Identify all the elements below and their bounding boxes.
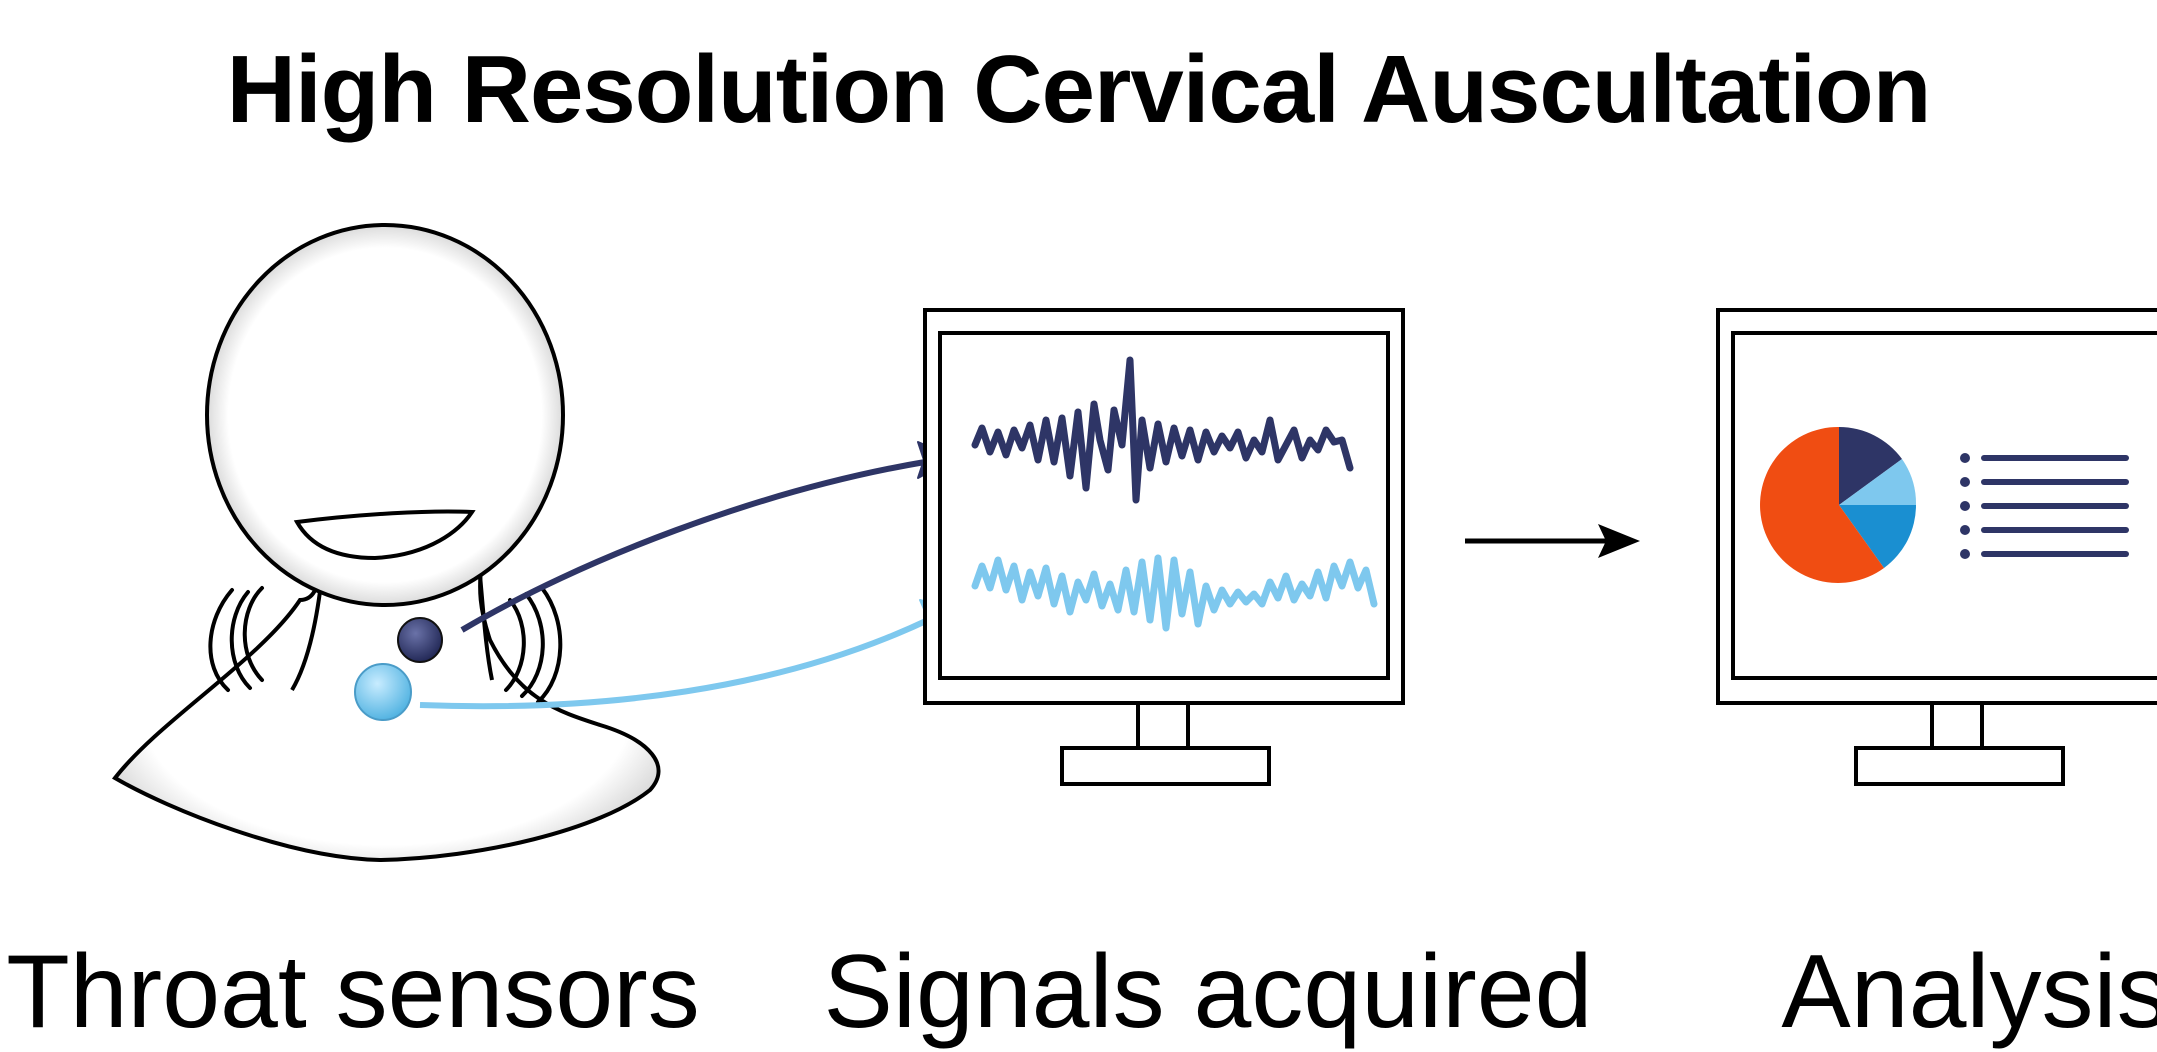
neck-right <box>478 574 494 681</box>
sensor-dark <box>397 617 443 663</box>
arrow-right-icon <box>1465 524 1640 558</box>
signal-arrow-dark <box>460 459 926 633</box>
vibration-waves-icon <box>208 586 264 692</box>
mouth <box>293 509 476 561</box>
signal-waveform-icon <box>971 356 1354 504</box>
sensor-light <box>354 663 412 721</box>
diagram-title: High Resolution Cervical Auscultation <box>226 36 1932 143</box>
step-label-analysis: Analysis <box>1781 934 2157 1050</box>
step-label-signals-acquired: Signals acquired <box>823 934 1593 1050</box>
head-figure-icon <box>112 223 661 863</box>
signal-arrow-light <box>419 617 930 710</box>
vibration-waves-icon <box>504 586 563 704</box>
list-lines-icon <box>1960 453 2129 559</box>
step-label-throat-sensors: Throat sensors <box>6 934 700 1050</box>
monitor-icon <box>923 308 1405 786</box>
head <box>205 223 565 607</box>
signal-waveform-icon <box>971 554 1378 632</box>
pie-chart-icon <box>1760 426 1917 583</box>
